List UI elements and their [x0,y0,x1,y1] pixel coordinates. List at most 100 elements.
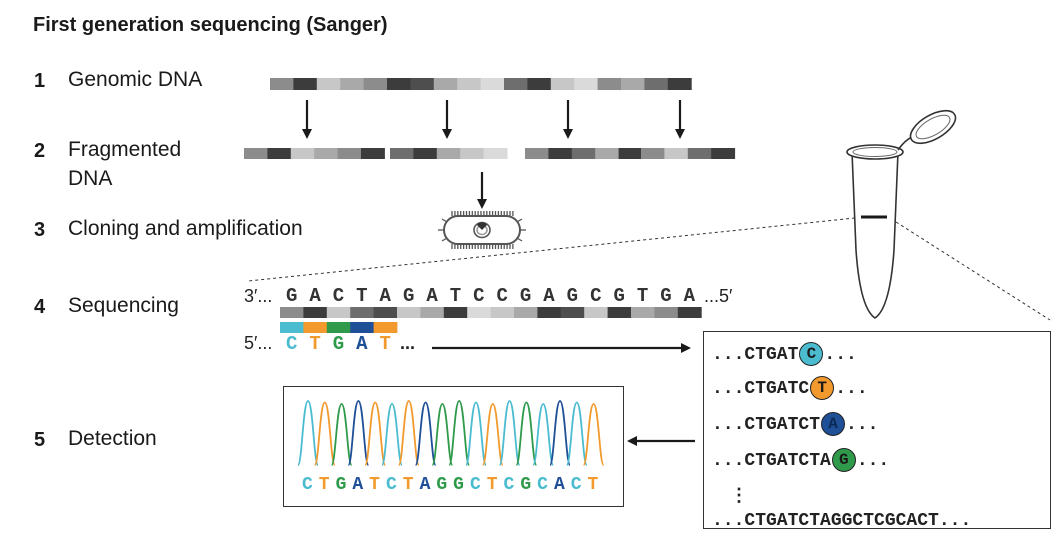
trace-peak-G [448,400,471,466]
trace-peak-T [364,401,387,466]
base-letter: T [449,285,462,307]
dna-segment [361,148,385,159]
dna-segment [363,78,388,90]
genomic-dna-bar [270,78,692,90]
base-letter: G [520,475,532,495]
dna-segment [270,78,294,90]
base-letter: C [537,475,548,495]
dna-segment [527,78,552,90]
dna-segment [483,148,508,159]
base-letter: A [426,285,438,307]
dna-segment [433,78,458,90]
step-2-label-line2: DNA [68,167,113,190]
trace-peak-T [313,401,336,466]
base-letter: T [402,475,414,495]
fragment-bar [244,148,385,159]
step-5-label: Detection [68,424,157,453]
dna-segment [711,148,736,159]
base-letter: G [332,333,345,355]
base-letter: A [379,285,391,307]
step-1-label-text: Genomic DNA [68,68,203,91]
step-1-number: 1 [34,70,46,92]
base-letter: T [369,475,380,495]
dna-segment [340,78,365,90]
base-letter: A [356,333,368,355]
primer-color-blocks [280,322,398,333]
step-2-number: 2 [34,140,46,162]
base-letter: A [419,475,431,495]
primer-suffix: ... [400,333,416,353]
trace-peak-A [414,401,437,466]
base-letter: T [486,475,498,495]
dna-segment [504,78,528,90]
dna-segment [314,148,339,159]
dna-segment [525,148,549,159]
dna-segment [644,78,669,90]
base-letter: C [332,285,345,307]
chromatogram-trace [297,400,605,466]
dna-segment [390,148,414,159]
dna-segment [584,307,609,318]
trace-peak-C [465,401,487,466]
dna-segment [607,307,632,318]
dna-segment [641,148,665,159]
base-letter: C [473,285,485,307]
terminator-base-circle: T [810,376,835,401]
primer-block-T [303,322,328,333]
base-letter: A [683,285,696,307]
dna-segment [397,307,421,318]
trace-peak-A [347,400,370,466]
base-letter: T [318,475,330,495]
trace-peak-G [431,403,454,466]
trace-peak-G [515,401,538,466]
fragment-arrows [302,100,685,209]
base-letter: C [590,285,602,307]
base-letter: T [309,333,321,355]
dna-segment [410,78,435,90]
template-prefix: 3′... [244,286,273,306]
dna-segment [387,78,411,90]
dna-segment [597,78,622,90]
base-letter: C [301,475,313,495]
base-letter: T [379,333,391,355]
dna-segment [293,78,318,90]
dna-segment [280,307,304,318]
fragmented-dna-bars [244,148,736,159]
base-letter: T [356,285,368,307]
trace-peak-C [297,400,319,466]
base-letter: G [566,285,579,307]
terminator-base-circle: C [799,342,824,367]
bacterium-icon [438,211,526,249]
dna-segment [443,307,468,318]
step-2-label: Fragmented DNA [68,135,181,193]
trace-peak-T [481,403,504,466]
base-letter: T [636,285,649,307]
base-letter: C [503,475,515,495]
dna-segment [571,148,596,159]
dna-segment [621,78,645,90]
step-4-label-text: Sequencing [68,294,179,317]
dna-segment [467,307,492,318]
zoom-dashed-lines [247,217,1051,321]
trace-peak-G [330,403,353,466]
dna-segment [436,148,461,159]
step-4-label: Sequencing [68,291,179,320]
dna-segment [664,148,689,159]
trace-peak-T [582,403,605,466]
dna-segment [413,148,438,159]
fragment-bar [390,148,508,159]
read-line: ⋮ [730,487,748,507]
dna-segment [457,78,482,90]
template-suffix: ...5′ [704,286,733,306]
base-letter: C [285,333,298,355]
dna-segment [480,78,505,90]
primer-block-G [326,322,351,333]
base-letter: C [385,475,397,495]
dna-segment [490,307,515,318]
